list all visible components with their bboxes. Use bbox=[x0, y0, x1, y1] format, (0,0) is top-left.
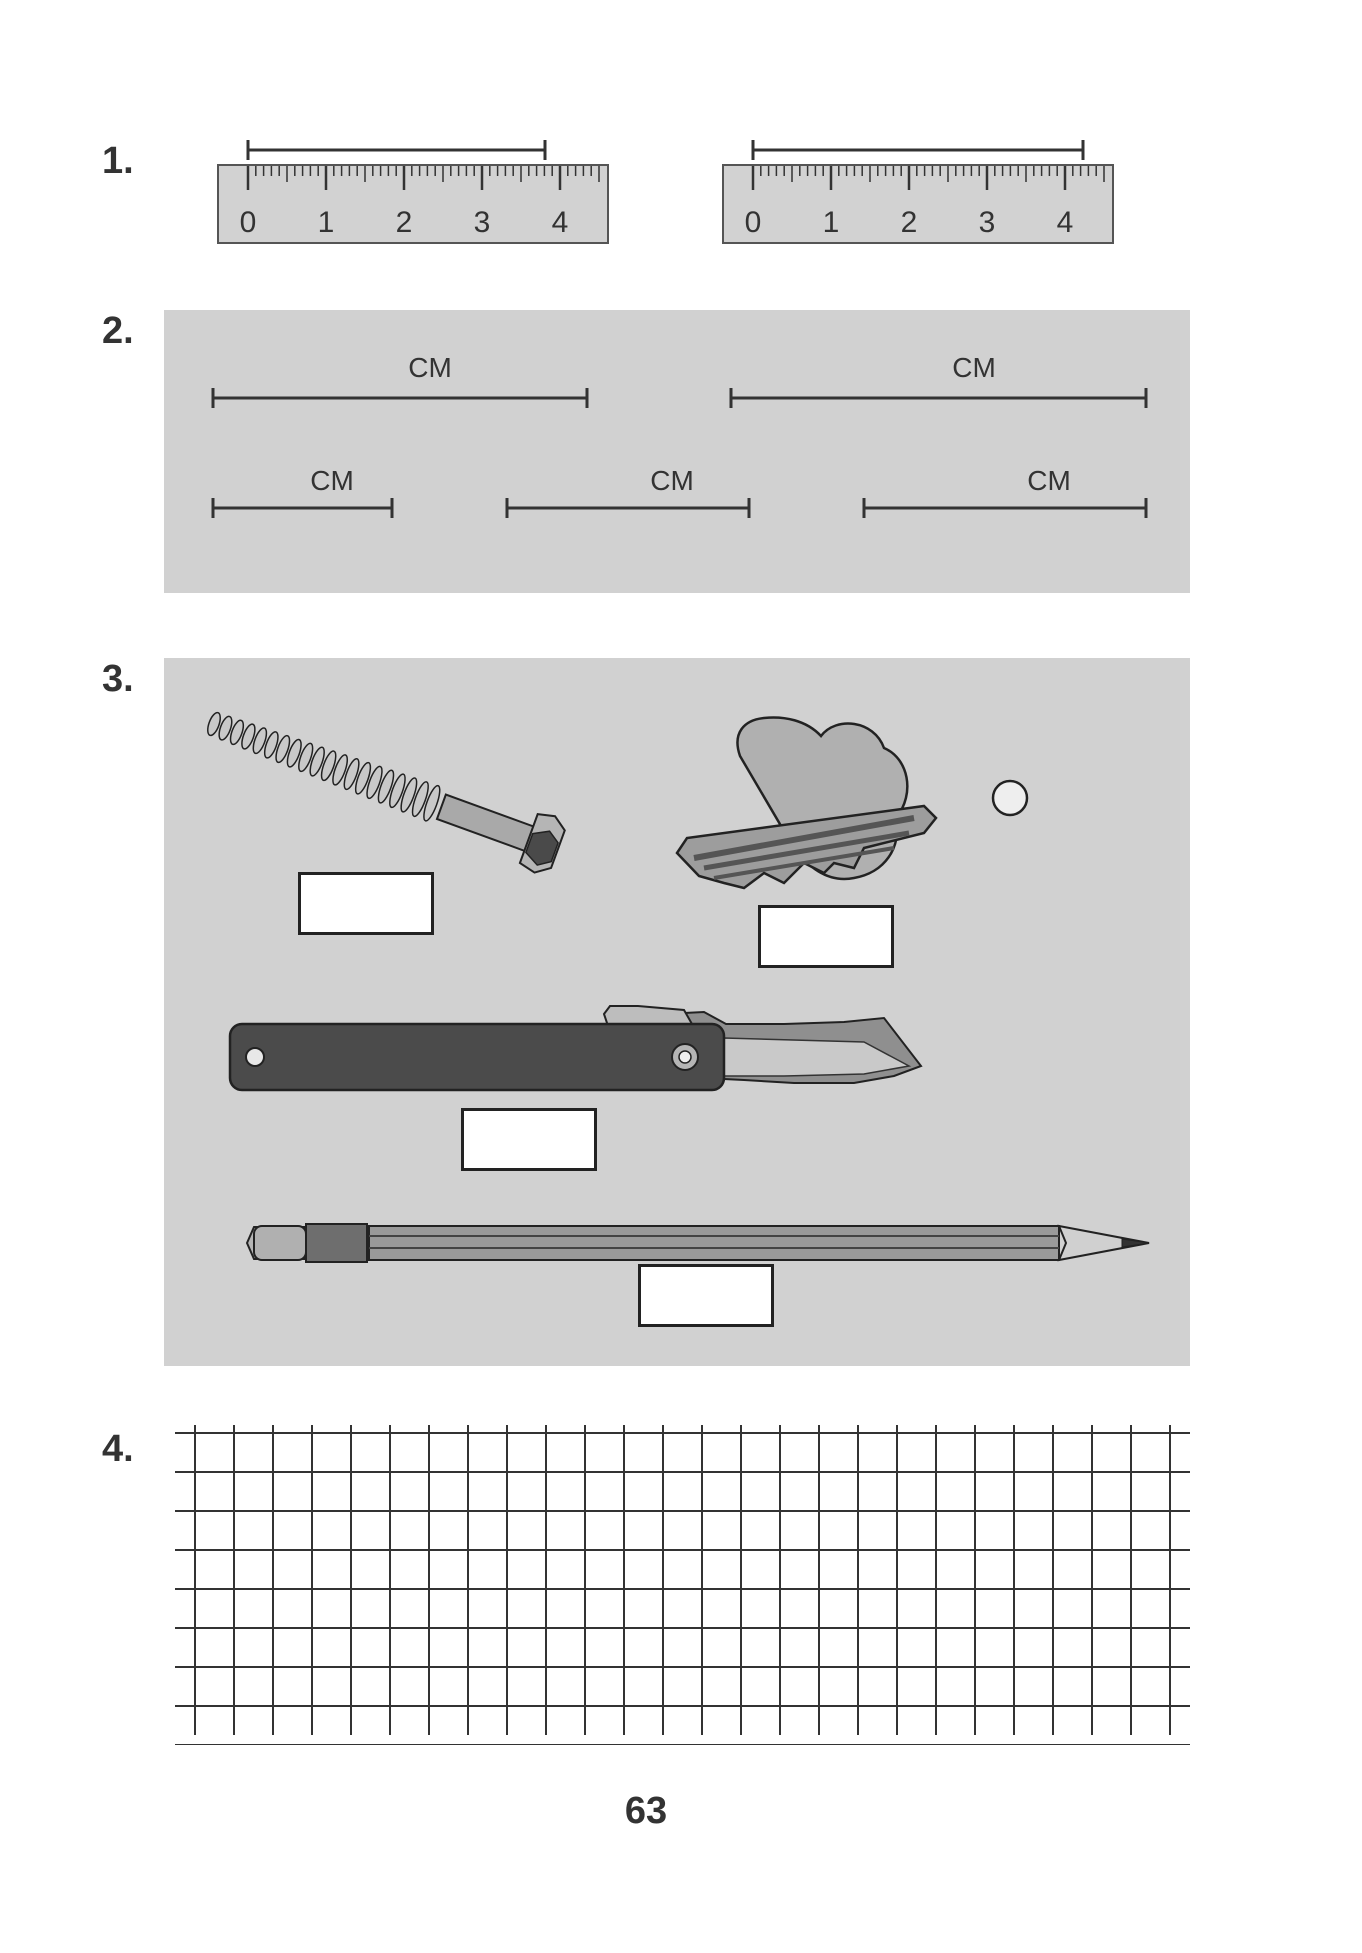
screw-thread bbox=[389, 773, 406, 809]
ruler-right: 0 1 2 3 4 bbox=[722, 140, 1114, 244]
segment-4: CM bbox=[505, 465, 751, 518]
key-answer-box[interactable] bbox=[758, 905, 894, 968]
ruler-tick-label: 0 bbox=[745, 206, 762, 239]
ruler-tick-label: 0 bbox=[240, 206, 257, 239]
screw-thread bbox=[241, 723, 256, 750]
ruler-tick-label: 1 bbox=[318, 206, 335, 239]
screw-thread bbox=[309, 746, 325, 777]
screw-answer-box[interactable] bbox=[298, 872, 434, 935]
page-number: 63 bbox=[624, 1790, 668, 1832]
screw-icon bbox=[207, 711, 566, 874]
knife-answer-box[interactable] bbox=[461, 1108, 597, 1171]
screw-thread bbox=[229, 719, 245, 746]
ruler-tick-label: 2 bbox=[901, 206, 918, 239]
ruler-body bbox=[722, 164, 1114, 244]
screw-thread bbox=[411, 781, 429, 818]
exercise-number-2: 2. bbox=[102, 310, 134, 352]
ruler-tick-label: 3 bbox=[474, 206, 491, 239]
segment-unit-label: CM bbox=[650, 465, 694, 496]
exercise-number-4: 4. bbox=[102, 1428, 134, 1470]
screw-thread bbox=[343, 758, 360, 791]
segments-panel bbox=[164, 310, 1190, 593]
exercise-number-1: 1. bbox=[102, 140, 134, 182]
key-icon bbox=[675, 716, 1029, 890]
segment-5: CM bbox=[862, 465, 1148, 518]
screw-thread bbox=[207, 711, 221, 737]
segment-unit-label: CM bbox=[408, 352, 452, 383]
screw-thread bbox=[298, 742, 314, 773]
segment-1: CM bbox=[211, 352, 589, 408]
segment-2: CM bbox=[729, 352, 1148, 408]
exercise-number-3: 3. bbox=[102, 658, 134, 700]
screw-thread bbox=[332, 754, 349, 786]
ruler-tick-label: 2 bbox=[396, 206, 413, 239]
screw-thread bbox=[400, 777, 418, 813]
segments-drawing: CM CM CM CM CM bbox=[211, 352, 1148, 518]
screw-thread bbox=[252, 727, 268, 755]
ruler-left: 0 1 2 3 4 bbox=[217, 140, 609, 244]
measured-segment bbox=[246, 140, 547, 160]
segment-unit-label: CM bbox=[1027, 465, 1071, 496]
segment-3: CM bbox=[211, 465, 394, 518]
pencil-answer-box[interactable] bbox=[638, 1264, 774, 1327]
screw-thread bbox=[275, 734, 291, 764]
screw-thread bbox=[263, 731, 279, 759]
screw-thread bbox=[320, 750, 337, 782]
objects-drawing bbox=[207, 711, 1150, 1263]
ruler-tick-label: 4 bbox=[1057, 206, 1074, 239]
ruler-body bbox=[217, 164, 609, 244]
square-grid[interactable] bbox=[175, 1425, 1195, 1745]
knife-icon bbox=[228, 1005, 923, 1092]
measured-segment bbox=[751, 140, 1085, 160]
screw-thread bbox=[286, 738, 302, 768]
screw-thread bbox=[354, 761, 372, 795]
pencil-icon bbox=[245, 1223, 1150, 1263]
segment-unit-label: CM bbox=[310, 465, 354, 496]
screw-thread bbox=[366, 765, 383, 800]
segment-unit-label: CM bbox=[952, 352, 996, 383]
ruler-tick-label: 3 bbox=[979, 206, 996, 239]
ruler-tick-label: 4 bbox=[552, 206, 569, 239]
screw-thread bbox=[218, 715, 233, 741]
ruler-tick-label: 1 bbox=[823, 206, 840, 239]
screw-thread bbox=[423, 784, 441, 822]
screw-thread bbox=[377, 769, 395, 804]
